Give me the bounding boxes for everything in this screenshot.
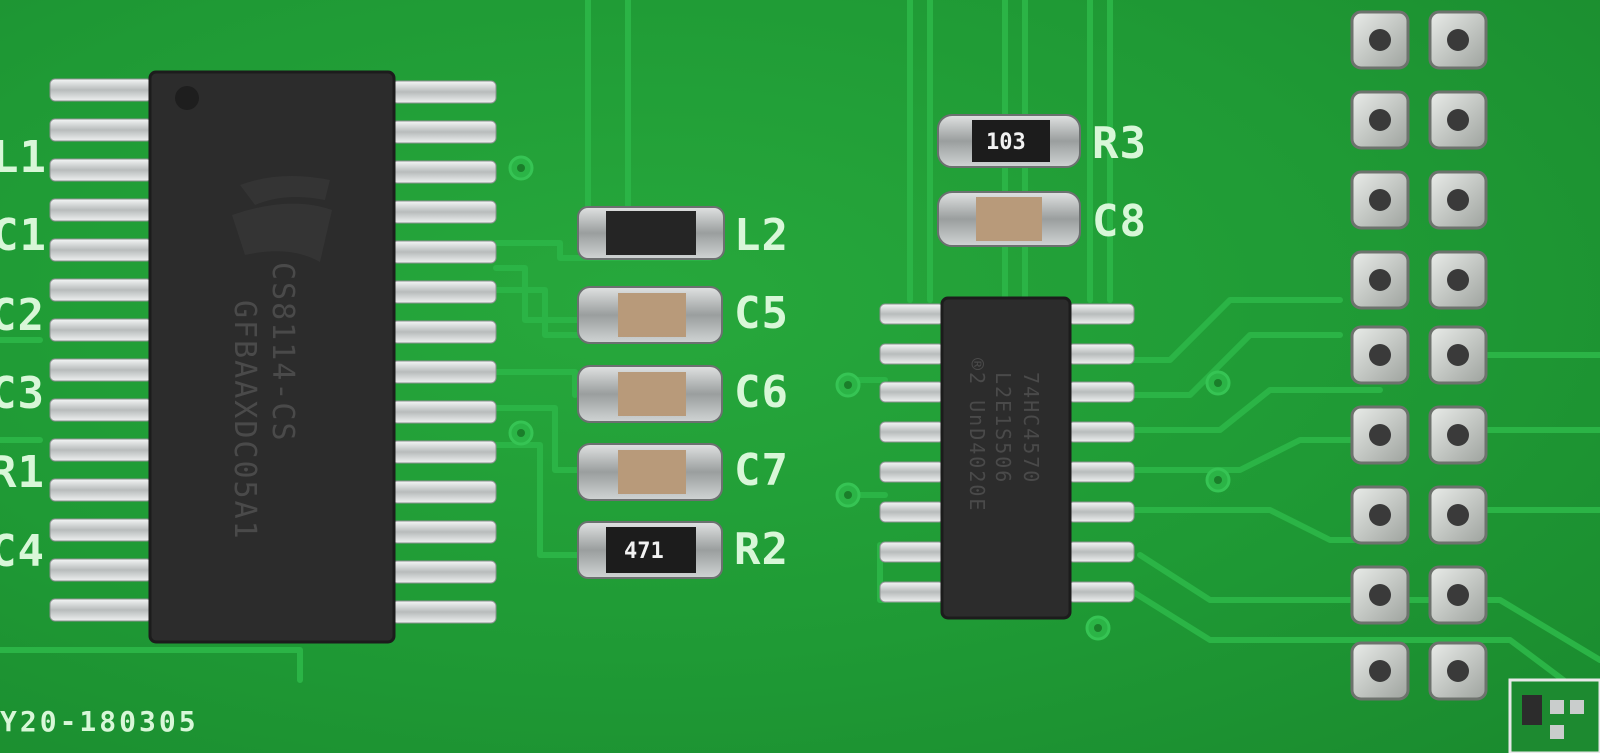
capacitor-c5: [577, 286, 723, 344]
r3-value-marking: 103: [986, 130, 1026, 155]
silk-label-l2: L2: [734, 210, 789, 261]
main-ic-marking-line1: CS8114-CS: [265, 262, 300, 443]
silk-label-r2: R2: [734, 524, 789, 575]
copper-traces: [0, 0, 1600, 703]
resistor-r2: [577, 521, 723, 579]
mux-ic-pins: [879, 303, 1135, 603]
board-revision-label: Y20-180305: [0, 705, 199, 738]
silk-label-r3: R3: [1092, 118, 1147, 169]
main-ic-pins-left: [49, 78, 153, 622]
silk-label-c6: C6: [734, 367, 789, 418]
main-ic-chip: [148, 70, 396, 644]
main-ic-marking-line2: GFBAAXDC05A1: [227, 300, 262, 541]
mux-ic-chip: [940, 296, 1072, 620]
silk-label-c5: C5: [734, 288, 789, 339]
mux-ic-marking-line2: L2E1S506: [991, 372, 1015, 485]
capacitor-c7: [577, 443, 723, 501]
silk-label-c2: C2: [0, 290, 45, 341]
pin-header: [1350, 10, 1488, 701]
mux-ic-marking-line1: 74HC4570: [1019, 372, 1043, 485]
inductor-l2: [577, 206, 725, 260]
resistor-r3: [937, 114, 1081, 168]
silk-label-l1: L1: [0, 132, 47, 183]
r2-value-marking: 471: [624, 539, 664, 564]
silk-label-c7: C7: [734, 445, 789, 496]
capacitor-c8: [937, 191, 1081, 247]
capacitor-c6: [577, 365, 723, 423]
silk-label-c8: C8: [1092, 196, 1147, 247]
mux-ic-marking-line3: ®2 UnD4020E: [965, 358, 989, 513]
silk-label-r1: R1: [0, 447, 45, 498]
silk-label-c3: C3: [0, 368, 45, 419]
silk-label-c1: C1: [0, 210, 47, 261]
main-ic-pins-right: [391, 80, 497, 624]
corner-thumbnail: [1508, 678, 1600, 753]
silk-label-c4: C4: [0, 526, 45, 577]
